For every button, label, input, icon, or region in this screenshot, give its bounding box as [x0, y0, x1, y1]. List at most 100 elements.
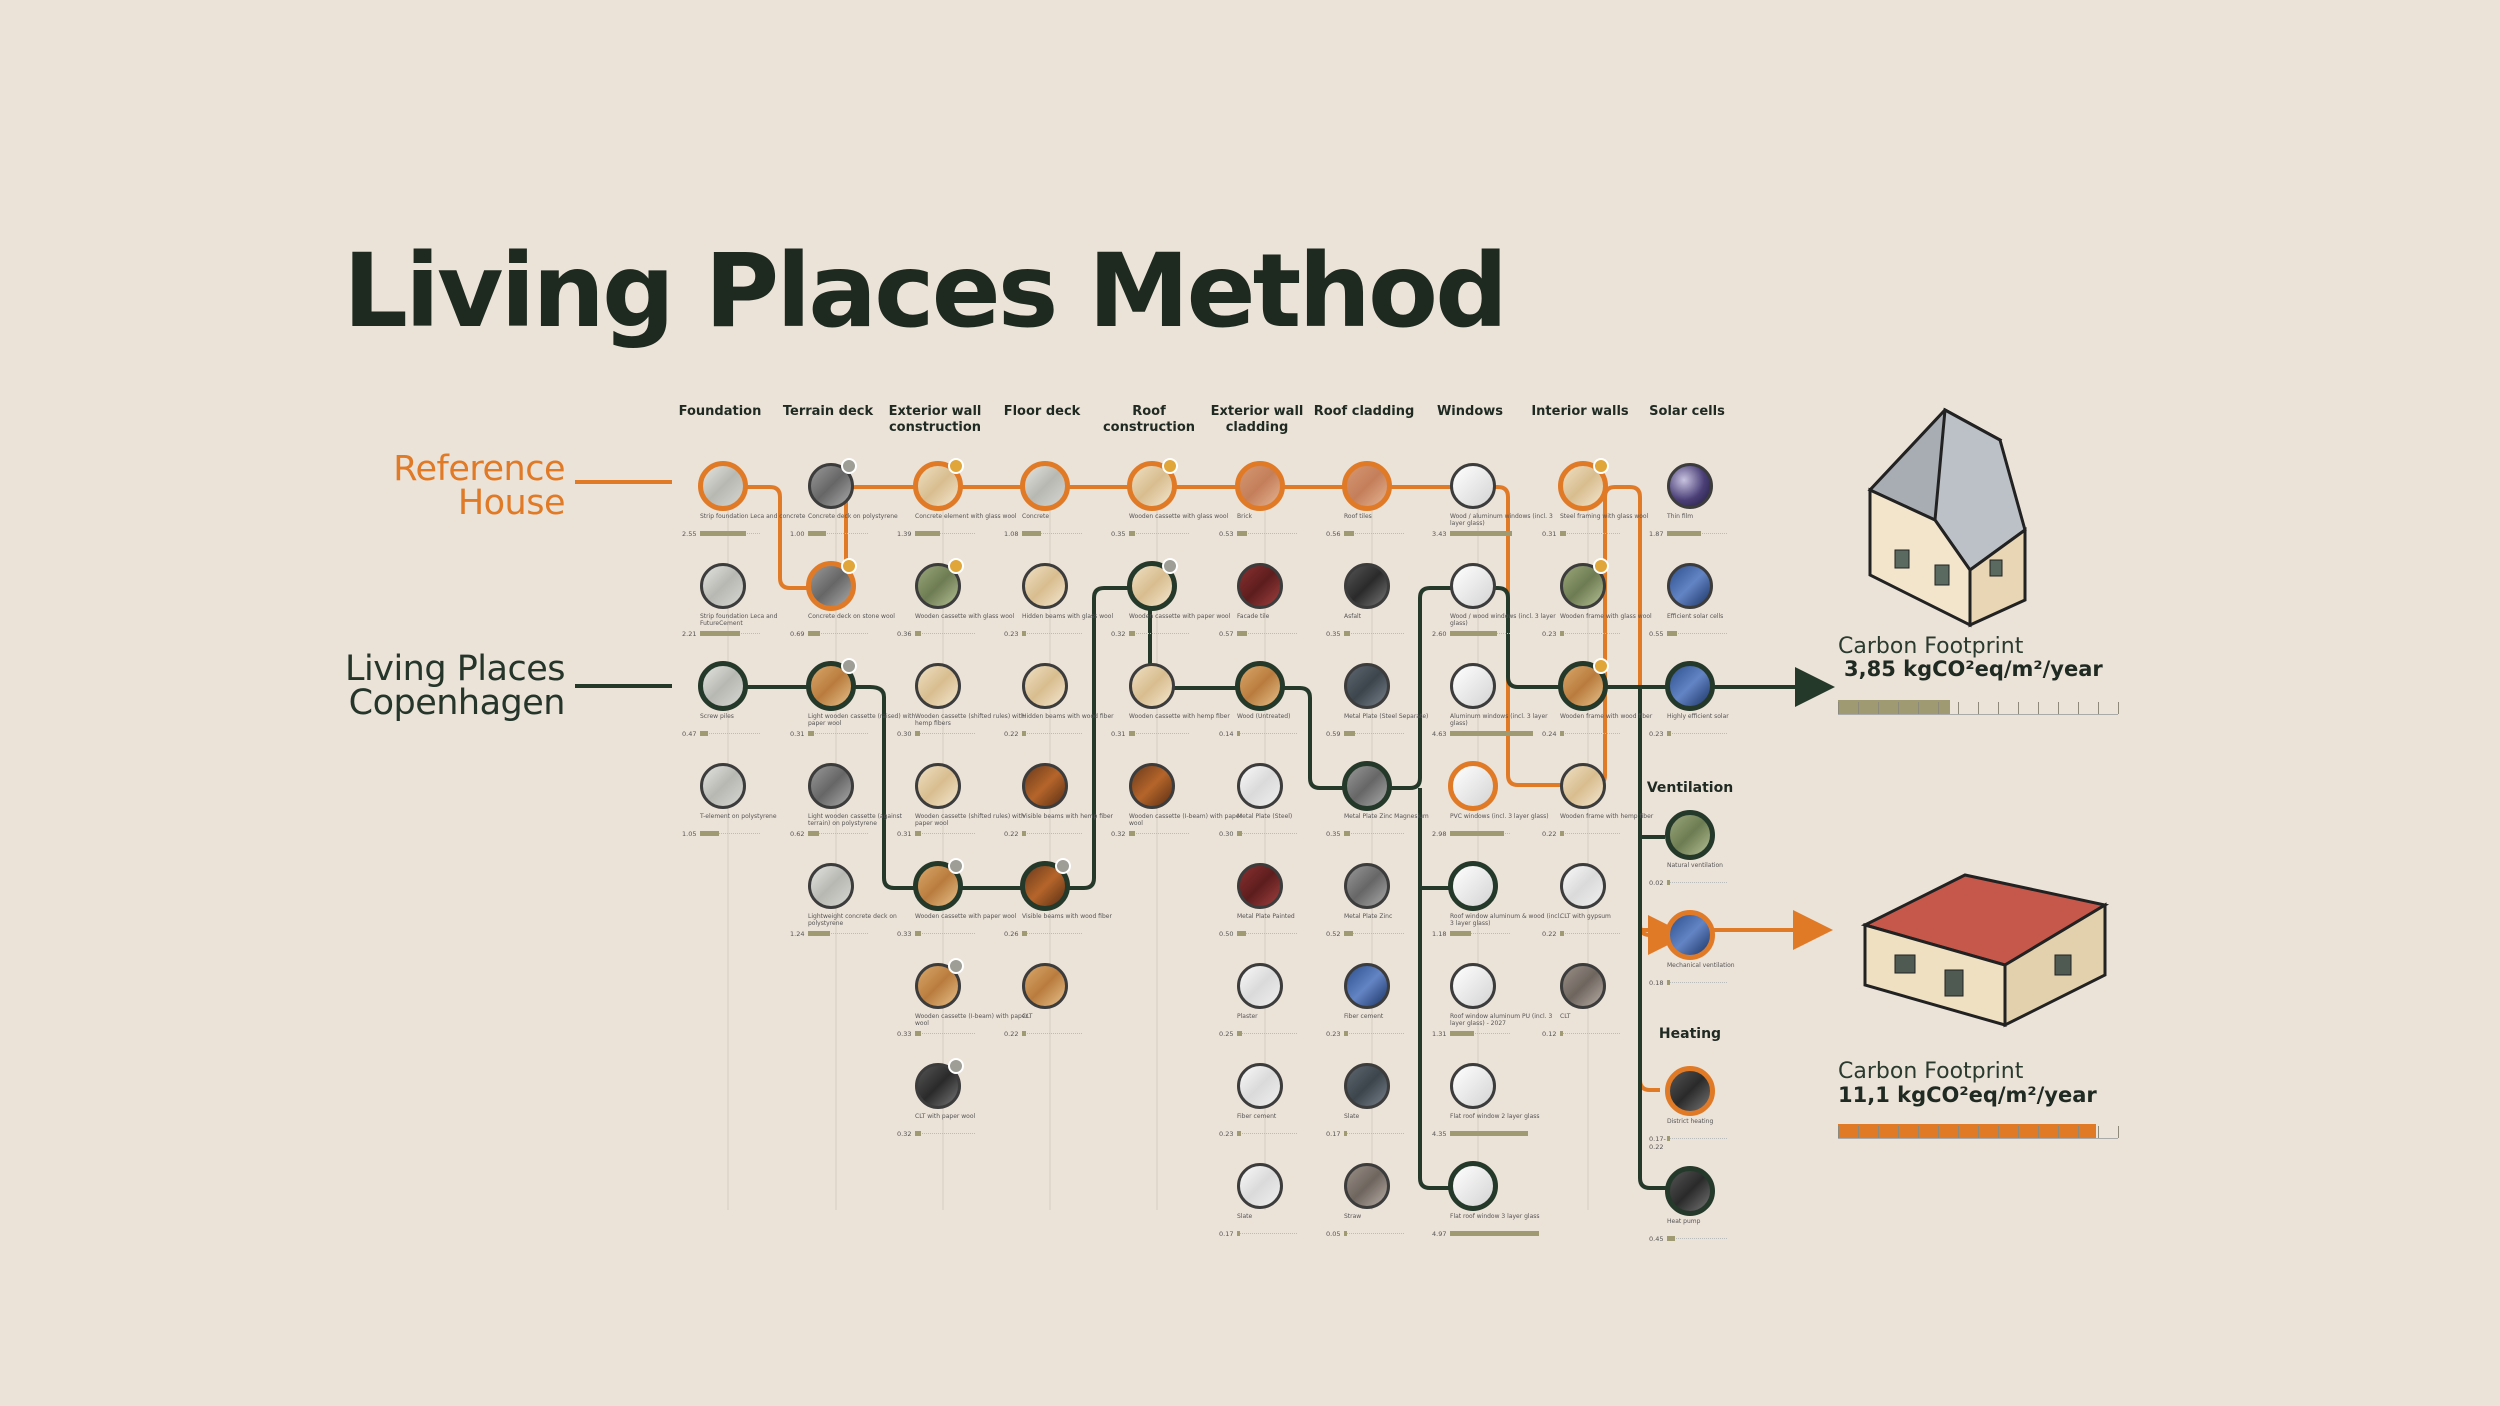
option-label: Flat roof window 2 layer glass [1450, 1113, 1540, 1120]
option-value: 0.22 [1004, 830, 1019, 838]
option-value: 2.55 [682, 530, 697, 538]
option-value: 0.17 [1219, 1230, 1234, 1238]
option-value: 1.24 [790, 930, 805, 938]
material-swatch [1450, 563, 1496, 609]
column-header: Exterior wall cladding [1210, 404, 1304, 435]
option-label: Metal Plate Zinc Magnesium [1344, 813, 1429, 820]
material-swatch [1344, 563, 1390, 609]
option-label: Slate [1237, 1213, 1253, 1220]
material-swatch [698, 461, 748, 511]
option-value: 4.63 [1432, 730, 1447, 738]
option-label: Wooden cassette with glass wool [1129, 513, 1229, 520]
value-bar [1022, 731, 1026, 736]
option-label: Lightweight concrete deck on polystyrene [808, 913, 897, 927]
value-bar [1344, 631, 1351, 636]
value-bar [1667, 1236, 1676, 1241]
value-bar [808, 931, 831, 936]
option-value: 0.22 [1004, 730, 1019, 738]
material-swatch [1665, 1066, 1715, 1116]
option-value: 0.69 [790, 630, 805, 638]
material-swatch [1237, 963, 1283, 1009]
option-value: 0.17 [1326, 1130, 1341, 1138]
value-bar [808, 831, 820, 836]
option-label: Concrete element with glass wool [915, 513, 1017, 520]
column-header: Solar cells [1649, 404, 1725, 419]
option-label: Strip foundation Leca and FutureCement [700, 613, 778, 627]
option-value: 0.02 [1649, 879, 1664, 887]
value-bar [1237, 1031, 1242, 1036]
value-bar [808, 731, 814, 736]
option-label: Concrete deck on polystyrene [808, 513, 898, 520]
material-swatch [1344, 1163, 1390, 1209]
value-bar [1237, 1131, 1242, 1136]
selection-badge-icon [948, 1058, 964, 1074]
value-bar [1450, 531, 1512, 536]
value-bar [1237, 1231, 1241, 1236]
material-swatch [1342, 461, 1392, 511]
option-label: Wooden frame with hemp fiber [1560, 813, 1654, 820]
selection-badge-icon [948, 958, 964, 974]
value-bar [1667, 1136, 1671, 1141]
value-bar [1450, 1231, 1540, 1236]
living-places-copenhagen-label: Living Places Copenhagen [345, 649, 565, 723]
carbon-bar-fill [1838, 1124, 2096, 1138]
material-swatch [1022, 563, 1068, 609]
option-value: 0.05 [1326, 1230, 1341, 1238]
option-label: Straw [1344, 1213, 1362, 1220]
option-label: Metal Plate Zinc [1344, 913, 1393, 920]
option-label: Fiber cement [1344, 1013, 1384, 1020]
option-label: Heat pump [1667, 1218, 1701, 1225]
material-swatch [1129, 763, 1175, 809]
column-header: Interior walls [1531, 404, 1629, 419]
value-bar [915, 931, 921, 936]
option-label: Highly efficient solar [1667, 713, 1729, 720]
material-swatch [1665, 1166, 1715, 1216]
value-bar [1022, 931, 1027, 936]
option-label: Facade tile [1237, 613, 1270, 620]
material-swatch [1129, 663, 1175, 709]
option-value: 0.31 [790, 730, 805, 738]
option-value: 0.23 [1542, 630, 1557, 638]
value-bar [915, 731, 921, 736]
material-swatch [1560, 763, 1606, 809]
material-swatch [1560, 863, 1606, 909]
option-value: 0.32 [1111, 830, 1126, 838]
option-label: Wood / aluminum windows (incl. 3 layer g… [1450, 513, 1553, 527]
option-value: 0.35 [1326, 630, 1341, 638]
option-value: 0.31 [897, 830, 912, 838]
lpc-carbon-bar [1838, 700, 2119, 715]
value-bar [1237, 831, 1243, 836]
selection-badge-icon [841, 458, 857, 474]
material-swatch [1020, 461, 1070, 511]
material-swatch [1667, 463, 1713, 509]
option-label: Wooden cassette (I-beam) with paper wool [915, 1013, 1028, 1027]
material-swatch [1665, 661, 1715, 711]
value-bar [700, 631, 740, 636]
column-header: Roof cladding [1313, 404, 1415, 419]
option-value: 0.56 [1326, 530, 1341, 538]
value-bar [1022, 1031, 1026, 1036]
value-bar [1022, 531, 1042, 536]
option-label: CLT [1560, 1013, 1571, 1020]
option-label: CLT with gypsum [1560, 913, 1611, 920]
material-swatch [915, 663, 961, 709]
value-bar [1237, 731, 1240, 736]
reference-path [575, 480, 1680, 935]
value-bar [1344, 1131, 1348, 1136]
value-bar [1129, 531, 1136, 536]
option-value: 0.55 [1649, 630, 1664, 638]
value-bar [700, 831, 719, 836]
reference-house-label: Reference House [393, 449, 565, 523]
value-bar [915, 831, 921, 836]
option-value: 1.18 [1432, 930, 1447, 938]
option-value: 0.33 [897, 930, 912, 938]
option-value: 0.35 [1326, 830, 1341, 838]
value-bar [1450, 631, 1497, 636]
material-swatch [1344, 663, 1390, 709]
option-label: Wooden frame with glass wool [1560, 613, 1652, 620]
material-swatch [1665, 910, 1715, 960]
value-bar [1450, 931, 1472, 936]
value-bar [1560, 531, 1566, 536]
value-bar [1560, 631, 1565, 636]
value-bar [1129, 631, 1135, 636]
